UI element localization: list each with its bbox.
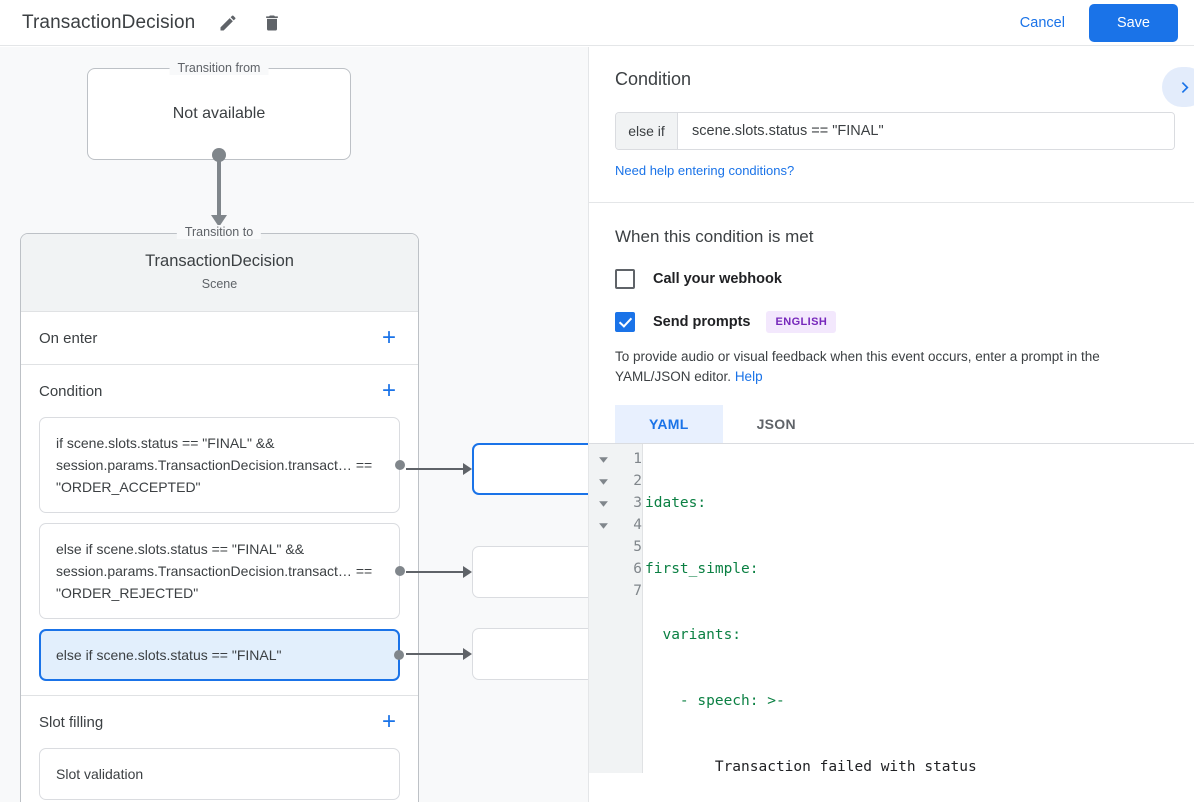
condition-input-row[interactable]: else if scene.slots.status == "FINAL" [615,112,1175,150]
cancel-button[interactable]: Cancel [1006,6,1079,40]
code-editor[interactable]: 1 2 3 4 5 6 7 idates: first_simple: vari… [589,443,1194,773]
line-number: 1 [633,451,642,467]
line-number: 7 [633,583,642,599]
editor-line-numbers: 1 2 3 4 5 6 7 [617,444,643,773]
send-prompts-label: Send prompts [653,314,751,330]
condition-chip[interactable]: if scene.slots.status == "FINAL" && sess… [39,417,405,513]
line-number: 6 [633,561,642,577]
transition-target-box[interactable] [472,546,588,598]
line-number: 4 [633,517,642,533]
fold-toggle-icon[interactable] [589,492,617,514]
code-line: idates: [645,495,707,511]
section-title-condition: Condition [39,382,103,400]
condition-chip-text: else if scene.slots.status == "FINAL" [56,647,282,663]
transition-from-value: Not available [172,105,266,122]
page-title: TransactionDecision [22,11,196,33]
fold-spacer [589,536,617,558]
tab-json[interactable]: JSON [756,416,796,432]
condition-chip[interactable]: else if scene.slots.status == "FINAL" &&… [39,523,405,619]
scene-name: TransactionDecision [145,252,294,270]
line-number: 3 [633,495,642,511]
flow-arrowhead [463,648,472,660]
flow-canvas[interactable]: Transition from Not available Transition… [0,47,588,802]
section-condition: Condition + if scene.slots.status == "FI… [21,365,418,696]
prompt-help-link[interactable]: Help [734,369,763,384]
transition-target-box[interactable] [472,628,588,680]
connector-line [217,155,221,223]
fold-spacer [589,580,617,602]
fold-toggle-icon[interactable] [589,470,617,492]
section-title-slot-filling: Slot filling [39,713,104,731]
condition-chip-text: else if scene.slots.status == "FINAL" &&… [56,541,373,601]
flow-line [406,468,466,470]
transition-from-legend: Transition from [169,61,269,75]
panel-title: Condition [615,69,692,89]
prompt-description-text: To provide audio or visual feedback when… [615,349,1100,384]
line-number: 2 [633,473,642,489]
condition-input[interactable]: scene.slots.status == "FINAL" [678,113,1174,149]
when-condition-met-section: When this condition is met Call your web… [589,203,1194,443]
section-title-on-enter: On enter [39,329,98,347]
fold-spacer [589,558,617,580]
add-condition-button[interactable]: + [381,377,396,404]
slot-validation-chip[interactable]: Slot validation [39,748,400,800]
top-bar-actions: Cancel Save [1006,3,1194,42]
transition-from-card: Transition from Not available [87,61,351,160]
fold-toggle-icon[interactable] [589,514,617,536]
condition-chip-text: if scene.slots.status == "FINAL" && sess… [56,435,373,495]
call-webhook-checkbox[interactable] [615,269,635,289]
save-button[interactable]: Save [1088,3,1178,42]
pencil-icon[interactable] [217,12,239,34]
code-line: - speech: >- [645,693,785,709]
code-line: first_simple: [645,561,759,577]
when-condition-met-title: When this condition is met [615,227,814,246]
prompt-description: To provide audio or visual feedback when… [615,347,1175,387]
slot-validation-text: Slot validation [56,766,144,782]
transition-to-card: TransactionDecision Scene On enter + Con… [20,233,419,802]
webhook-row[interactable]: Call your webhook [615,269,1168,289]
scene-subtitle: Scene [201,277,238,291]
code-line: variants: [645,627,742,643]
condition-prefix: else if [616,113,678,149]
condition-chip-connector-dot [395,460,405,470]
top-app-bar: TransactionDecision Cancel Save [0,0,1194,46]
chevron-right-icon[interactable] [1162,67,1194,107]
scene-header[interactable]: TransactionDecision Scene [21,234,418,312]
trash-icon[interactable] [261,12,283,34]
add-on-enter-button[interactable]: + [381,324,396,351]
fold-toggle-icon[interactable] [589,448,617,470]
details-panel: Condition else if scene.slots.status == … [588,47,1194,802]
connector-arrowhead [211,215,227,227]
editor-fold-gutter [589,444,617,773]
language-badge: ENGLISH [766,311,837,333]
code-line: Transaction failed with status [645,759,977,773]
line-number: 5 [633,539,642,555]
transition-to-legend: Transition to [176,225,262,239]
flow-line [406,571,466,573]
condition-chip-selected[interactable]: else if scene.slots.status == "FINAL" [39,629,404,681]
section-slot-filling: Slot filling + Slot validation [21,696,418,802]
send-prompts-row[interactable]: Send prompts ENGLISH [615,311,1168,333]
flow-arrowhead [463,566,472,578]
condition-chip-connector-dot [395,566,405,576]
send-prompts-checkbox[interactable] [615,312,635,332]
condition-help-link[interactable]: Need help entering conditions? [615,163,795,178]
flow-line [406,653,466,655]
section-on-enter: On enter + [21,312,418,365]
condition-section: Condition else if scene.slots.status == … [589,47,1194,203]
editor-code-content[interactable]: idates: first_simple: variants: - speech… [643,444,1194,773]
flow-arrowhead [463,463,472,475]
add-slot-filling-button[interactable]: + [381,708,396,735]
editor-format-tabs: YAML JSON [615,405,1168,443]
transition-target-box-selected[interactable] [472,443,588,495]
tab-yaml[interactable]: YAML [615,405,723,443]
call-webhook-label: Call your webhook [653,271,782,287]
condition-chip-connector-dot [394,650,404,660]
